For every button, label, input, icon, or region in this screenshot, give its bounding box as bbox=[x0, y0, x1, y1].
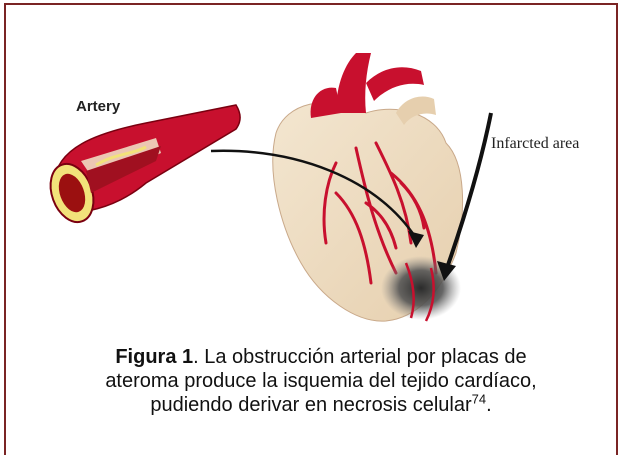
artery-label: Artery bbox=[76, 98, 120, 115]
caption-line-3: pudiendo derivar en necrosis celular74. bbox=[36, 393, 606, 417]
caption-text-3: pudiendo derivar en necrosis celular bbox=[150, 394, 471, 416]
caption-line-2: ateroma produce la isquemia del tejido c… bbox=[36, 369, 606, 393]
caption-text-1: . La obstrucción arterial por placas de bbox=[193, 346, 527, 368]
artery-section bbox=[43, 105, 240, 228]
heart-artery-illustration: Artery Infarcted area bbox=[36, 43, 606, 343]
infarcted-area-label: Infarcted area bbox=[491, 135, 579, 153]
figure-caption: Figura 1. La obstrucción arterial por pl… bbox=[36, 345, 606, 417]
heart-shape bbox=[273, 53, 463, 321]
reference-number[interactable]: 74 bbox=[472, 391, 486, 406]
caption-end: . bbox=[486, 394, 492, 416]
figure-frame: Artery Infarcted area Figura 1. La obstr… bbox=[4, 3, 618, 455]
figure-number: Figura 1 bbox=[115, 346, 193, 368]
caption-line-1: Figura 1. La obstrucción arterial por pl… bbox=[36, 345, 606, 369]
